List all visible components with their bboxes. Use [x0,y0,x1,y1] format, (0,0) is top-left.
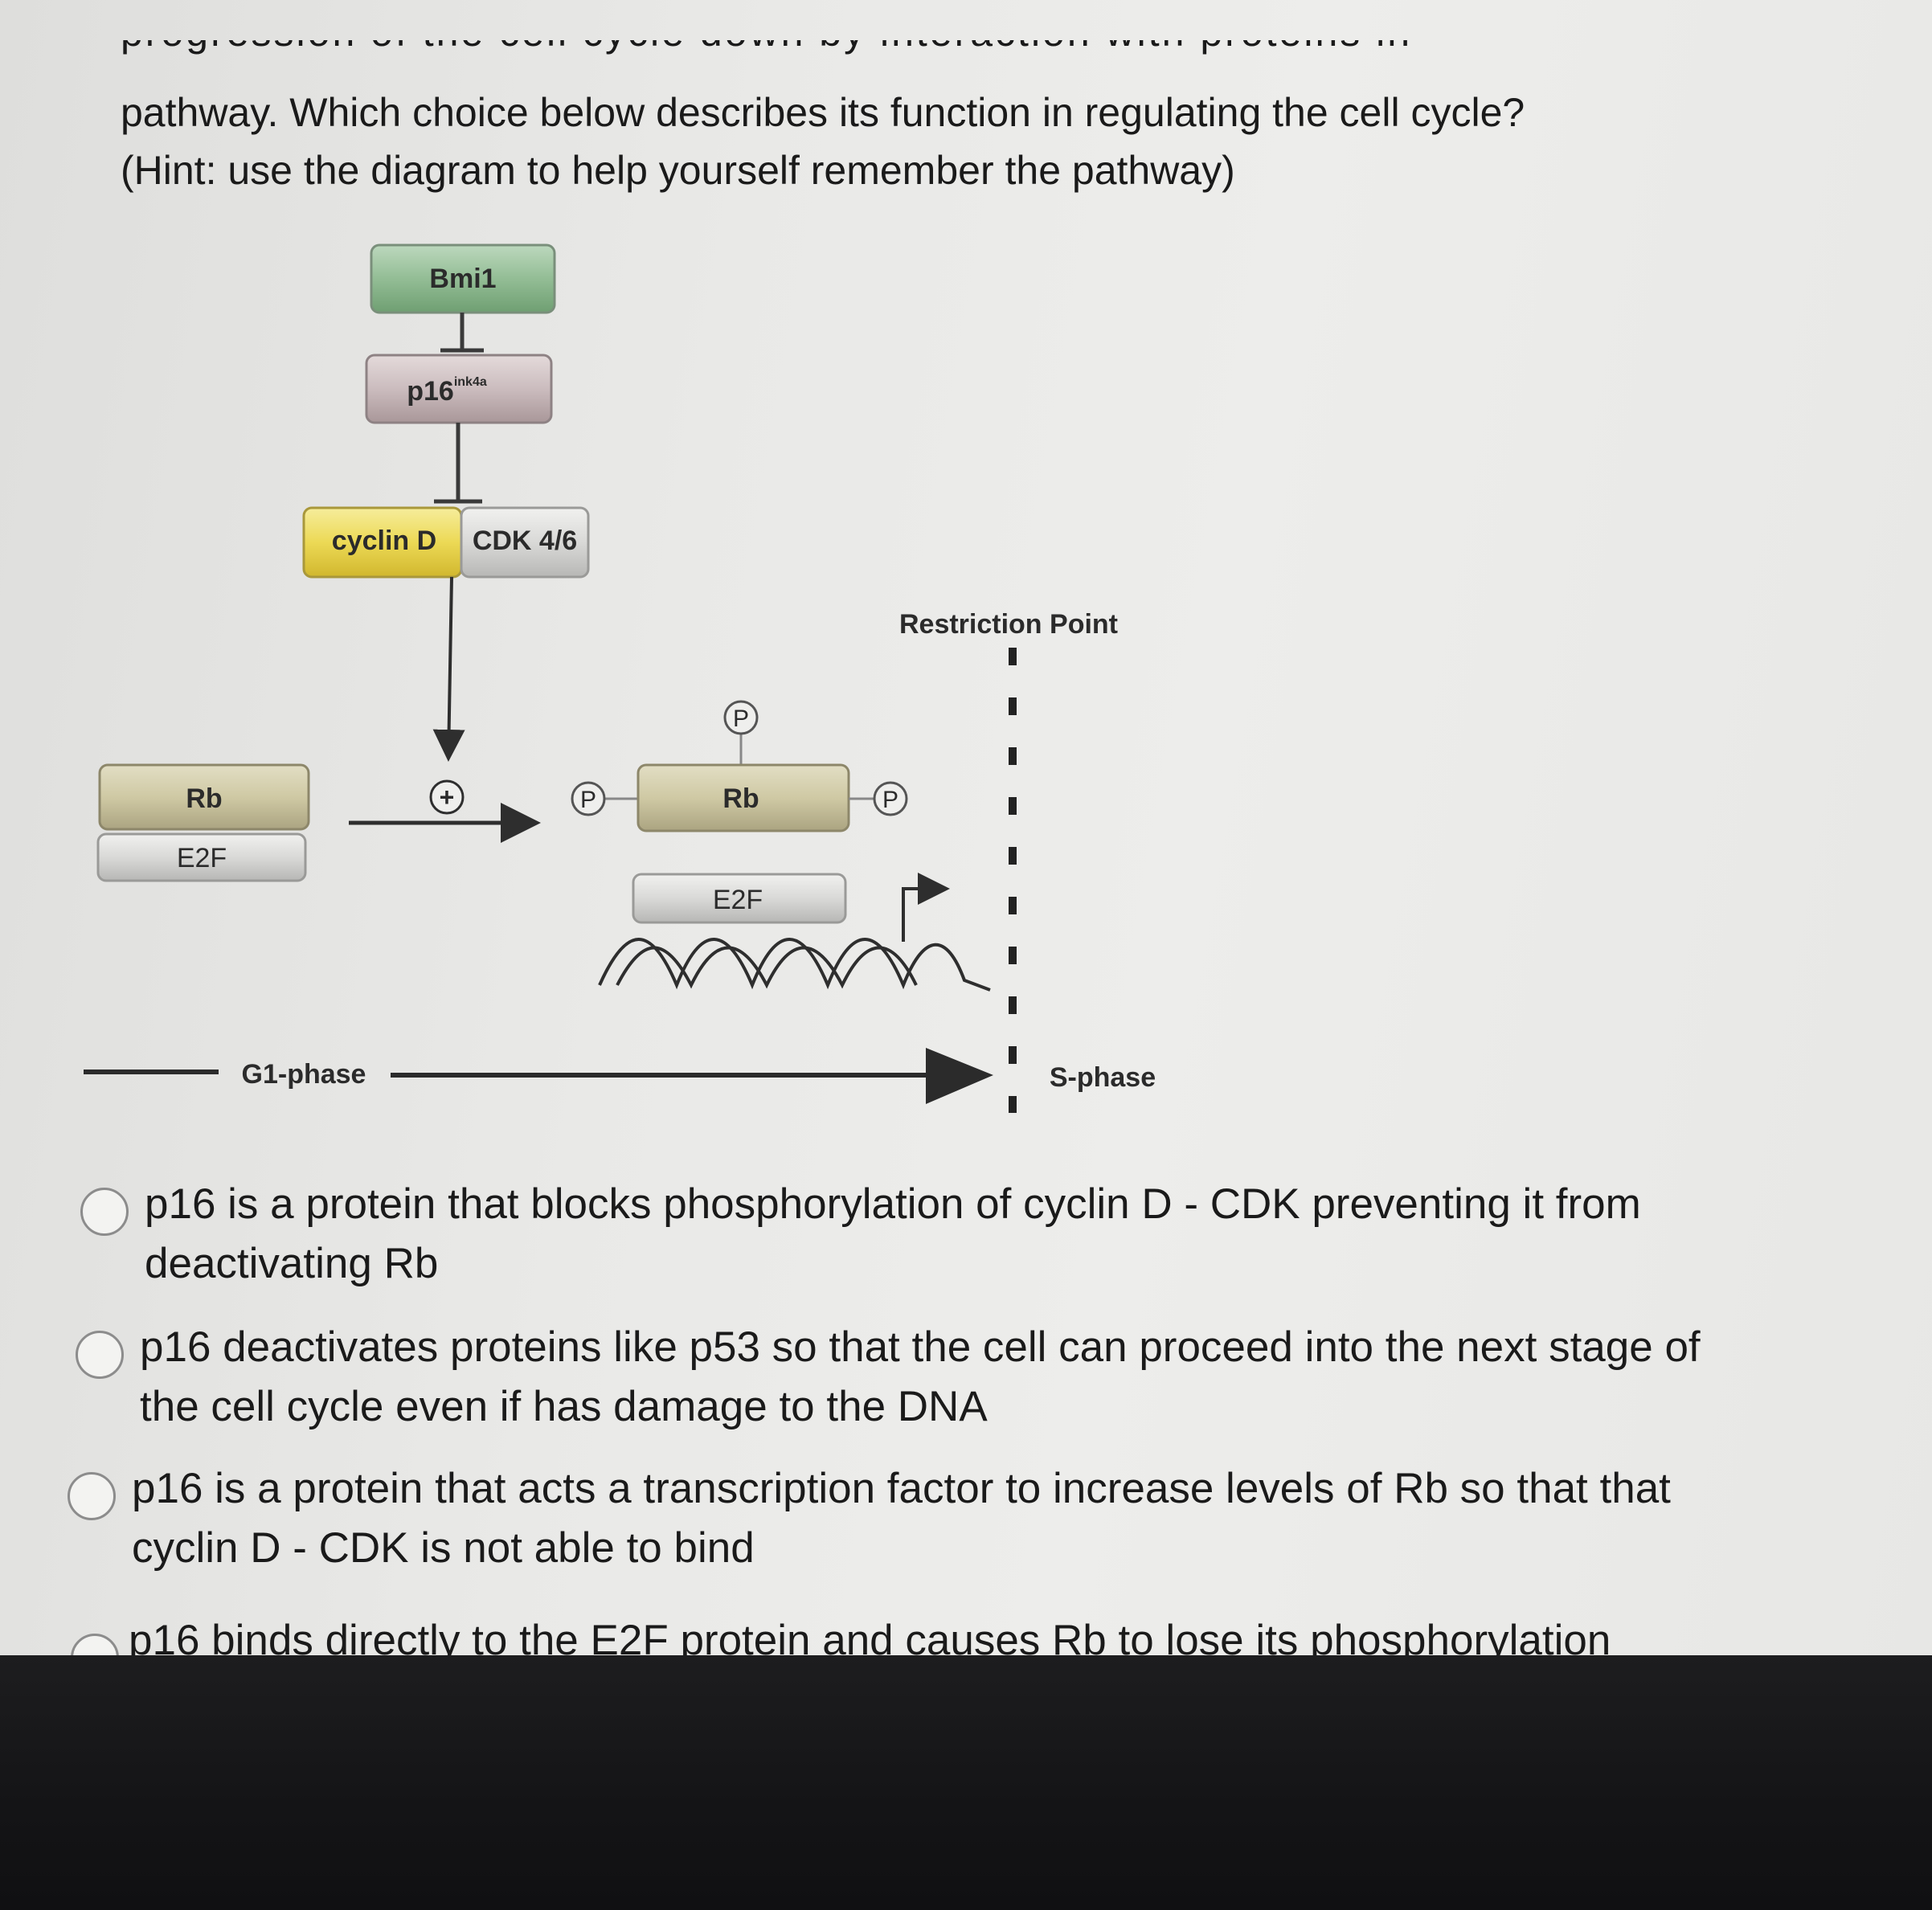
cdk-box [460,506,590,579]
restriction-point-label: Restriction Point [899,609,1118,640]
question-cut-line: progression of the cell cycle down by in… [121,40,1487,64]
e2f-right-label: E2F [713,885,763,915]
e2f-left-label: E2F [177,843,227,873]
cyclin-d-label: cyclin D [332,526,436,556]
s-phase-label: S-phase [1050,1062,1156,1093]
bmi1-label: Bmi1 [429,264,496,294]
transcription-start-arrow [902,873,950,942]
choice-4-text[interactable]: p16 binds directly to the E2F protein an… [129,1617,1611,1655]
cdk-label: CDK 4/6 [473,526,577,556]
screen: progression of the cell cycle down by in… [0,0,1932,1655]
radio-button-4[interactable] [71,1634,119,1655]
p16-label: p16ink4a [407,375,487,407]
choice-4[interactable]: p16 binds directly to the E2F protein an… [71,1611,1678,1655]
plus-label: + [440,783,455,812]
choice-3-text[interactable]: p16 is a protein that acts a transcripti… [132,1465,1671,1572]
radio-button-2[interactable] [76,1331,124,1379]
p-right-circle [873,781,908,816]
radio-button-3[interactable] [68,1472,116,1520]
question-line-2: (Hint: use the diagram to help yourself … [121,148,1235,193]
p16-label-main: p16 [407,376,454,407]
p-top-circle [723,700,759,735]
rb-left-box [98,763,310,831]
choice-2[interactable]: p16 deactivates proteins like p53 so tha… [76,1318,1707,1437]
monitor-bezel [0,1655,1932,1910]
rb-right-label: Rb [722,783,759,814]
p-top-label: P [733,706,749,732]
choice-1-text[interactable]: p16 is a protein that blocks phosphoryla… [145,1180,1641,1287]
p16-box [365,354,553,424]
rb-left-label: Rb [186,783,222,814]
plus-circle [429,779,465,815]
question-line-1: pathway. Which choice below describes it… [121,90,1525,135]
choice-1[interactable]: p16 is a protein that blocks phosphoryla… [80,1175,1712,1294]
choice-2-text[interactable]: p16 deactivates proteins like p53 so tha… [140,1323,1701,1430]
e2f-right-box [632,873,847,924]
p-right-label: P [882,787,898,813]
g1-phase-label: G1-phase [242,1059,366,1090]
p16-label-superscript: ink4a [454,375,487,389]
rb-e2f-pathway-diagram: Bmi1 p16ink4a cyclin D CDK 4/6 Restricti… [84,243,1156,1113]
p-left-circle [571,781,606,816]
radio-button-1[interactable] [80,1188,129,1236]
p-left-label: P [580,787,596,813]
e2f-left-box [96,832,307,882]
choice-3[interactable]: p16 is a protein that acts a transcripti… [68,1459,1699,1578]
dna-strand-2 [616,946,918,989]
timeline-arrowhead [926,1048,993,1104]
cdk-phosphorylation-arrow [432,576,465,762]
